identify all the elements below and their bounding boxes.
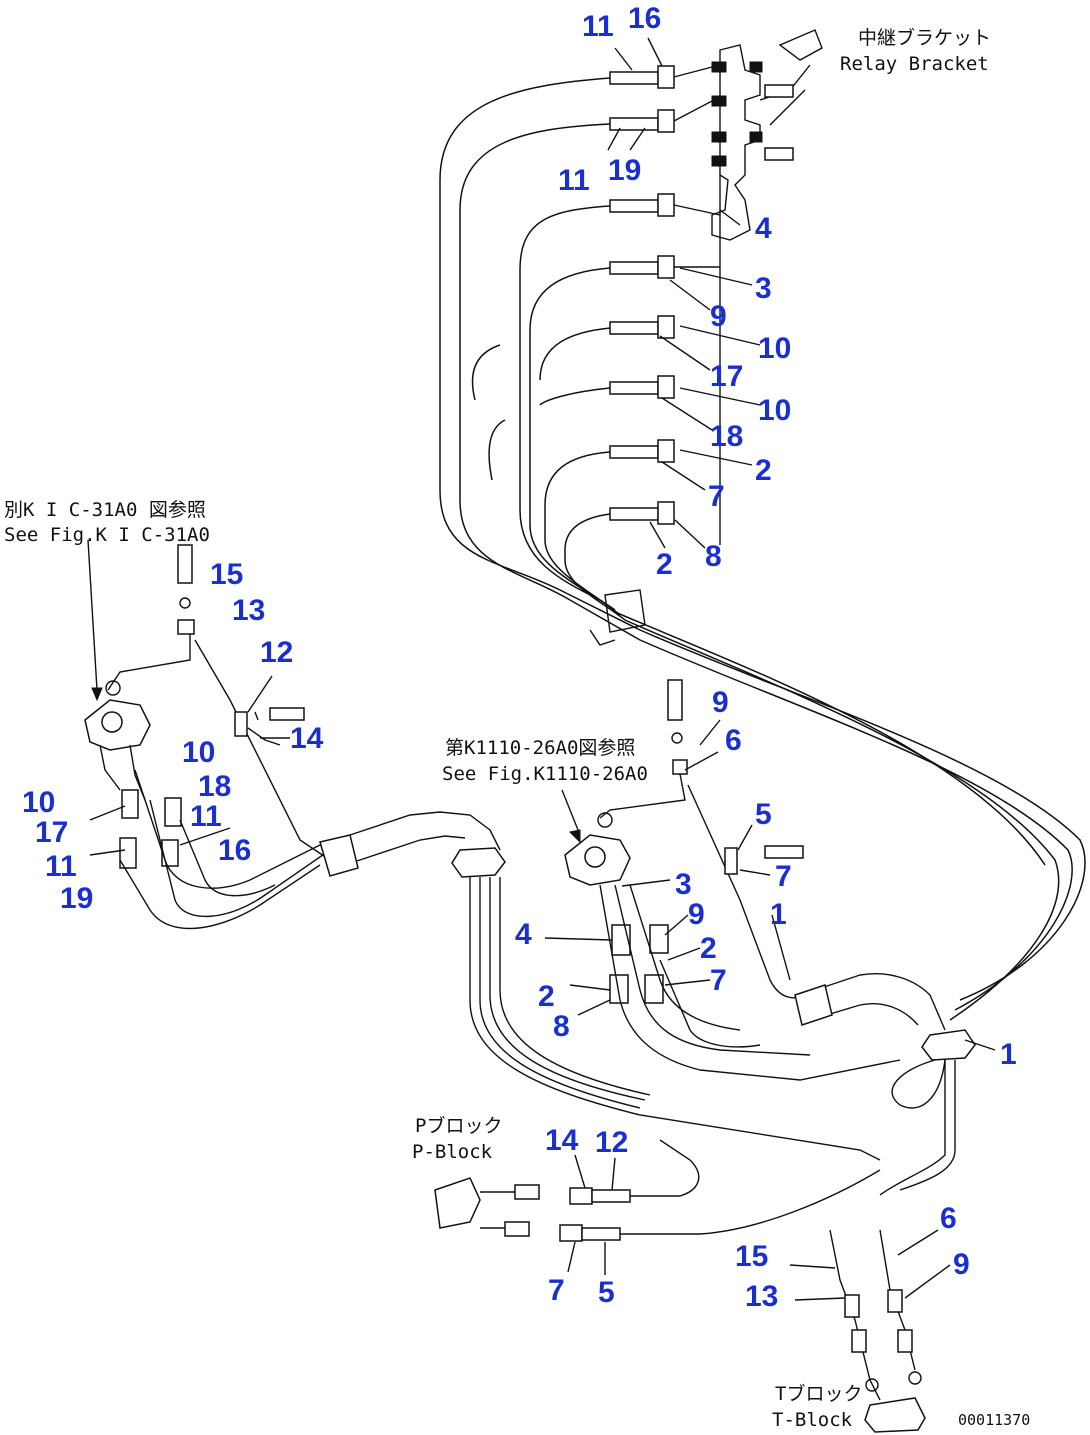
callout-17: 17: [710, 360, 743, 393]
callout-19: 19: [608, 154, 641, 187]
relay-bracket-label-en: Relay Bracket: [840, 53, 989, 75]
callout-1: 1: [1000, 1038, 1017, 1071]
p-block-label-jp: Pブロック: [415, 1114, 502, 1137]
callout-11: 11: [582, 10, 614, 43]
callout-7: 7: [708, 480, 725, 513]
callout-18: 18: [710, 420, 743, 453]
callout-12: 12: [260, 636, 293, 669]
callout-10: 10: [182, 736, 215, 769]
callout-11: 11: [558, 164, 590, 197]
hose-clamp-center: [589, 589, 646, 646]
callout-8: 8: [553, 1010, 570, 1043]
callout-16: 16: [628, 2, 661, 35]
hose-bundle-upper: [439, 77, 1086, 1021]
p-block-label-en: P-Block: [412, 1141, 493, 1163]
callout-9: 9: [710, 300, 727, 333]
see-fig-center-label-jp: 第K1110-26A0図参照: [445, 737, 635, 759]
callout-15: 15: [210, 558, 243, 591]
callout-9: 9: [712, 686, 729, 719]
see-fig-left-label-en: See Fig.K I C-31A0: [4, 524, 210, 546]
t-block: [829, 1229, 926, 1433]
callout-11: 11: [190, 800, 222, 833]
callout-7: 7: [710, 964, 727, 997]
figure-labels: 中継ブラケット Relay Bracket 別K I C-31A0 図参照 Se…: [4, 26, 1030, 1431]
callout-2: 2: [538, 980, 555, 1013]
callout-15: 15: [735, 1240, 768, 1273]
callout-5: 5: [598, 1276, 615, 1309]
callout-2: 2: [656, 548, 673, 581]
callout-17: 17: [35, 816, 68, 849]
callout-9: 9: [953, 1248, 970, 1281]
callout-13: 13: [232, 594, 265, 627]
center-ppc-valve: [564, 679, 901, 1081]
callout-3: 3: [755, 272, 772, 305]
callout-9: 9: [688, 898, 705, 931]
callout-10: 10: [22, 786, 55, 819]
callout-6: 6: [940, 1202, 957, 1235]
callout-14: 14: [290, 722, 324, 755]
center-elbow-grommet: [319, 811, 881, 1161]
right-elbow-grommet: [794, 973, 976, 1196]
callout-11: 11: [45, 850, 77, 883]
callout-7: 7: [775, 860, 792, 893]
callout-10: 10: [758, 332, 791, 365]
t-block-label-jp: Tブロック: [775, 1382, 862, 1405]
left-ppc-valve: [84, 544, 331, 930]
callout-13: 13: [745, 1280, 778, 1313]
callout-14: 14: [545, 1124, 579, 1157]
relay-bracket-label-jp: 中継ブラケット: [858, 26, 991, 49]
callout-8: 8: [705, 540, 722, 573]
callout-3: 3: [675, 868, 692, 901]
callout-18: 18: [198, 770, 231, 803]
callout-6: 6: [725, 724, 742, 757]
callout-1: 1: [770, 898, 787, 931]
callout-2: 2: [700, 932, 717, 965]
relay-bracket-assembly: [711, 29, 823, 545]
callout-16: 16: [218, 834, 251, 867]
callout-19: 19: [60, 882, 93, 915]
p-block: [434, 1139, 881, 1242]
callout-12: 12: [595, 1126, 628, 1159]
callout-10: 10: [758, 394, 791, 427]
callout-5: 5: [755, 798, 772, 831]
callout-7: 7: [548, 1274, 565, 1307]
part-callouts: 11 16 11 19 4 3 9 10 17 10 18 2 7 2 8 15…: [22, 2, 1017, 1313]
leader-lines: [87, 37, 996, 1301]
callout-2: 2: [755, 454, 772, 487]
drawing-code: 00011370: [958, 1411, 1030, 1429]
callout-4: 4: [755, 212, 772, 245]
t-block-label-en: T-Block: [772, 1409, 853, 1431]
callout-4: 4: [515, 918, 532, 951]
see-fig-left-label-jp: 別K I C-31A0 図参照: [4, 499, 206, 521]
see-fig-center-label-en: See Fig.K1110-26A0: [442, 763, 648, 785]
